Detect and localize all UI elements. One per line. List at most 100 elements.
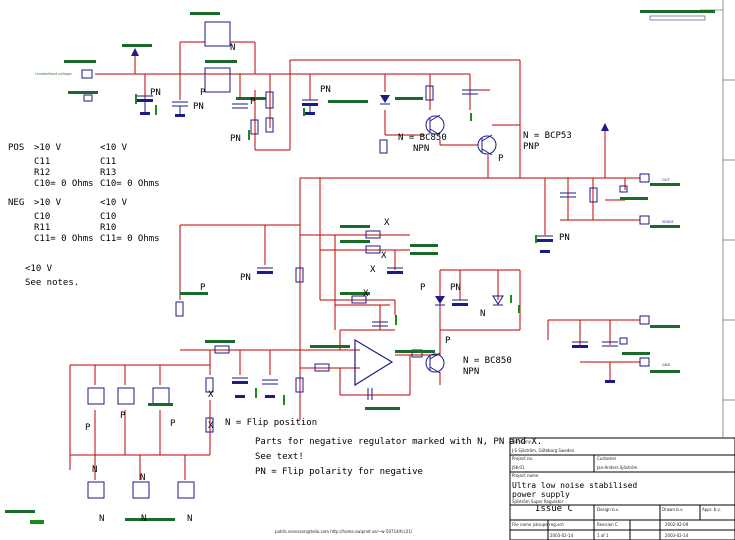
reference-ic-neg-2 [132, 481, 150, 499]
mark-n: N [480, 309, 485, 319]
led-indicator [380, 95, 390, 105]
mark-pn: PN [240, 273, 251, 283]
transistor-bc850-top [425, 114, 445, 136]
mark-n: N [141, 514, 146, 524]
wire-network [69, 41, 640, 480]
parts-negative-note: Parts for negative regulator marked with… [255, 437, 542, 447]
mark-n: N [140, 473, 145, 483]
mark-n: N [230, 43, 235, 53]
title-block: Company J-S Sjöström, Göteborg Sweden Pr… [511, 439, 721, 538]
company: J-S Sjöström, Göteborg Sweden [511, 448, 575, 453]
capacitor-pre-reg [302, 99, 318, 113]
mark-p: P [445, 336, 451, 346]
project-name-1: Ultra low noise stabilised [512, 481, 637, 490]
notes-block: POS >10 V <10 V C11 C11 R12 R13 C10= 0 O… [8, 143, 542, 477]
mark-x: X [370, 265, 376, 275]
mark-p: P [200, 283, 206, 293]
appr-caption: Appr. b.v. [702, 507, 721, 512]
pos-lt10: <10 V [100, 143, 128, 153]
pnp-label: PNP [523, 142, 540, 152]
revision: Revision C [597, 522, 618, 527]
project-no-caption: Project no. [512, 456, 533, 461]
resistor-r5 [425, 85, 434, 101]
pos-row2-b: R13 [100, 168, 116, 178]
printed: 2003-02-14 [550, 533, 574, 538]
out-label: OUT [662, 178, 670, 182]
reference-ic-2 [117, 387, 135, 405]
resistor-feedback-2 [365, 245, 381, 254]
input-caption: Unstabilised voltage [35, 72, 72, 76]
mark-pn: PN [230, 134, 241, 144]
regulator-ic-bottom [204, 67, 231, 93]
capacitor-ref-1 [232, 377, 248, 384]
transistor-bcp53 [477, 134, 497, 156]
customer-caption: Customer [597, 456, 617, 461]
gnd-label: GND [662, 363, 670, 367]
connector-out [639, 173, 650, 183]
flip-polarity-note: PN = Flip polarity for negative [255, 467, 423, 477]
connector-sense-out [639, 215, 650, 225]
reference-ic-neg-3 [177, 481, 195, 499]
mark-n: N [99, 514, 104, 524]
customer: Jan-Anders Sjöström [596, 465, 638, 470]
capacitor-regulator-out [232, 103, 248, 109]
components [81, 21, 650, 499]
neg-lt10: <10 V [100, 198, 128, 208]
project-name-caption: Project name [512, 473, 539, 478]
reference-ic-1 [87, 387, 105, 405]
diode-d2 [492, 295, 504, 306]
rev-date: 2002-02-09 [665, 522, 689, 527]
resistor-ref-2 [205, 377, 214, 393]
flip-position-note: N = Flip position [225, 418, 317, 428]
npn-top-label: NPN [413, 144, 429, 154]
mark-x: X [208, 390, 214, 400]
resistor-op-in [314, 363, 330, 372]
npn-bottom-label: NPN [463, 367, 479, 377]
input-connector [81, 69, 93, 79]
mark-p: P [250, 97, 256, 107]
transistor-bc850-bottom [425, 352, 445, 374]
capacitor-ref-2 [262, 379, 278, 385]
file-name: File name jsksuperreg.sch [512, 522, 564, 527]
lt10-note: <10 V [25, 264, 53, 274]
resistor-output [589, 187, 598, 203]
mark-pn: PN [559, 233, 570, 243]
capacitor-input-1 [137, 95, 153, 112]
neg-row3-b: C11= 0 Ohms [100, 234, 160, 244]
capacitor-sense-2 [602, 341, 618, 347]
company-caption: Company [512, 439, 532, 444]
neg-row3-a: C11= 0 Ohms [34, 234, 94, 244]
mark-p: P [200, 88, 206, 98]
op-amp [354, 338, 394, 387]
resistor-bias [295, 377, 304, 393]
mark-pn: PN [320, 85, 331, 95]
mark-p: P [170, 419, 176, 429]
capacitor-output-1 [537, 235, 553, 242]
footer-email: patrik.svensson@telia.com http://home.sw… [275, 529, 413, 534]
mark-p: P [120, 411, 126, 421]
title-block-frame [509, 437, 735, 540]
capacitor-output-2 [560, 192, 576, 198]
pos-row3-b: C10= 0 Ohms [100, 179, 160, 189]
resistor-r4 [379, 139, 388, 154]
capacitor-feedback-1 [387, 267, 403, 274]
capacitor-feedback-2 [372, 321, 388, 327]
transistor-labels: N = BC850 NPN N = BCP53 PNP N = BC850 NP… [398, 131, 573, 514]
n-bc850-top-label: N = BC850 [398, 133, 447, 143]
changed: 2003-02-14 [665, 533, 689, 538]
mark-x: X [363, 289, 369, 299]
mark-n: N [92, 465, 97, 475]
resistor-r3 [265, 117, 274, 133]
capacitor-input-2 [172, 101, 188, 115]
project-name-2: power supply [512, 490, 570, 499]
component-annotations [5, 10, 715, 521]
capacitor-pn-left [257, 267, 273, 274]
connector-gnd [639, 357, 650, 367]
capacitor-c7 [462, 89, 478, 95]
project-name-3: Sjöström Super Regulator [512, 499, 564, 504]
reference-ic-neg-1 [87, 481, 105, 499]
sense-label: SENSE [662, 220, 675, 224]
pos-row1-a: C11 [34, 157, 50, 167]
n-bcp53-label: N = BCP53 [523, 131, 572, 141]
